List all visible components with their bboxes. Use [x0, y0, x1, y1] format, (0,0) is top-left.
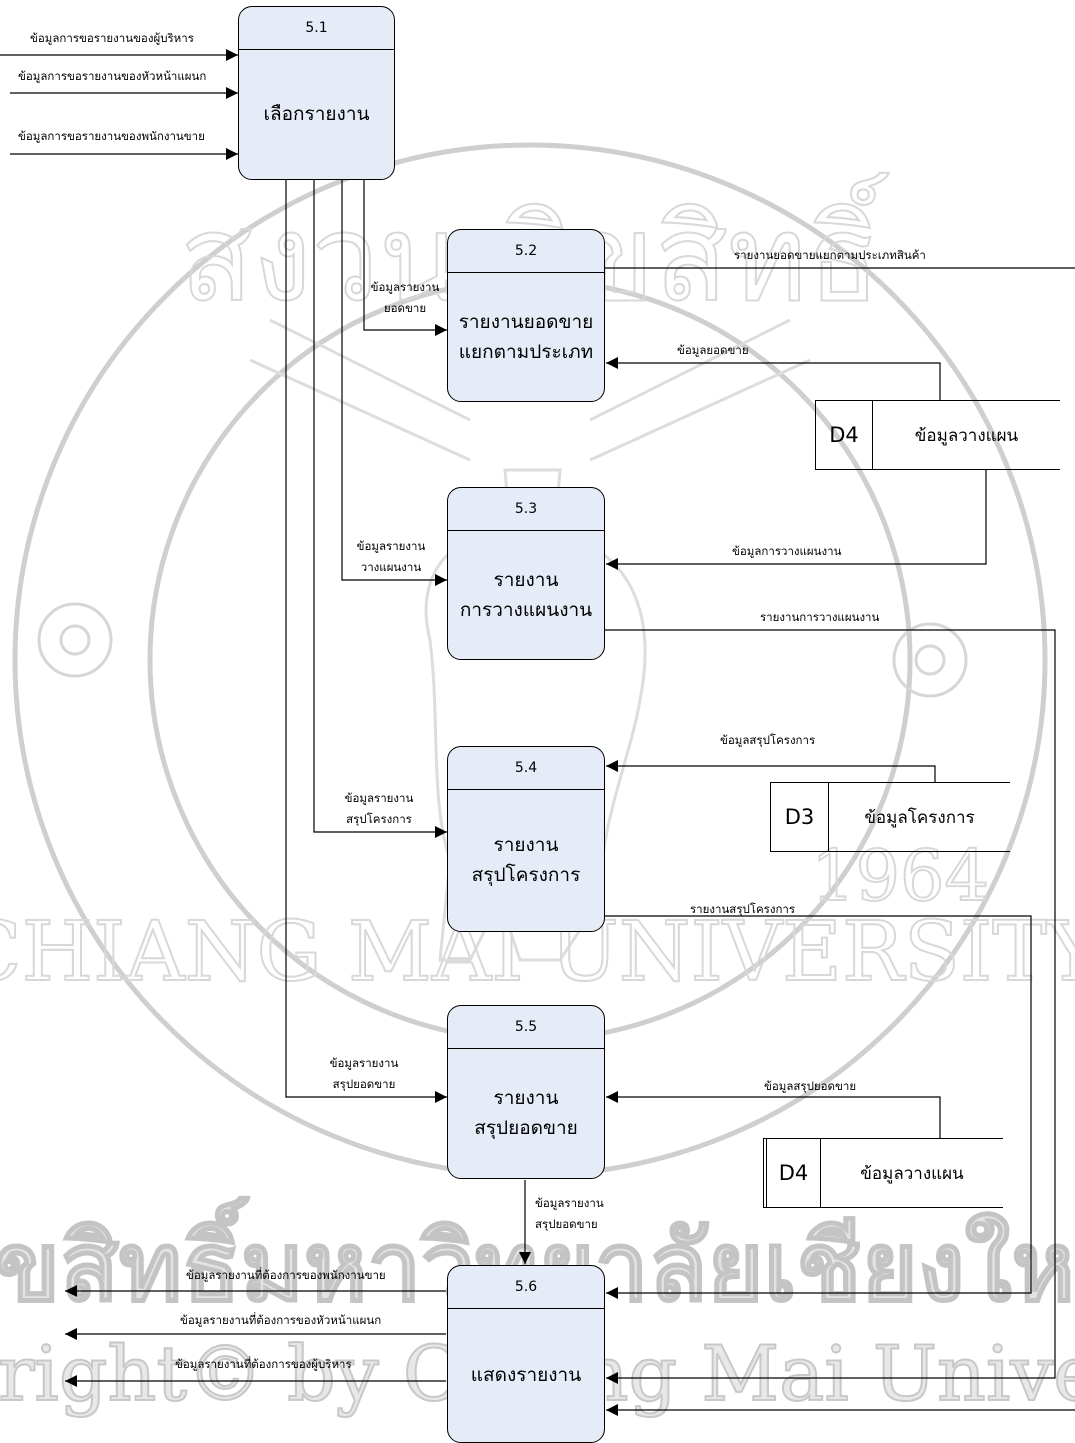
flow-line: [605, 915, 1032, 1299]
flow-label-d4-to-52: ข้อมูลยอดขาย: [677, 343, 749, 357]
flow-line: [285, 178, 447, 1103]
flow-label-line: สรุปยอดขาย: [332, 1077, 396, 1091]
flow-label-out-exec: ข้อมูลรายงานที่ต้องการของผู้บริหาร: [175, 1357, 352, 1371]
flow-label-out-53: รายงานการวางแผนงาน: [760, 610, 880, 624]
flow-label-line: ข้อมูลรายงาน: [535, 1196, 604, 1210]
process-5-6: 5.6 แสดงรายงาน: [447, 1265, 605, 1443]
flow-line: [313, 178, 447, 838]
store-id: D4: [763, 1138, 821, 1208]
flow-label-line: ข้อมูลรายงาน: [356, 539, 426, 553]
process-name: รายงาน การวางแผนงาน: [448, 530, 604, 659]
flow-label-sales: ข้อมูลรายงาน ยอดขาย: [365, 277, 445, 319]
flow-line: [341, 178, 447, 586]
flow-label-d4-to-53: ข้อมูลการวางแผนงาน: [732, 544, 842, 558]
process-name: รายงานยอดขาย แยกตามประเภท: [448, 272, 604, 401]
flow-label-in-staff: ข้อมูลการขอรายงานของพนักงานขาย: [18, 129, 205, 143]
process-name-line: แยกตามประเภท: [458, 340, 594, 363]
process-name: รายงาน สรุปยอดขาย: [448, 1048, 604, 1178]
process-5-1: 5.1 เลือกรายงาน: [238, 6, 395, 180]
flow-label-out-52: รายงานยอดขายแยกตามประเภทสินค้า: [734, 248, 926, 262]
store-id: D3: [770, 782, 829, 852]
process-5-4: 5.4 รายงาน สรุปโครงการ: [447, 746, 605, 932]
flow-label-line: วางแผนงาน: [360, 560, 422, 574]
flow-label-line: ข้อมูลรายงาน: [370, 280, 440, 294]
process-name-line: สรุปโครงการ: [471, 864, 581, 886]
flow-label-in-head: ข้อมูลการขอรายงานของหัวหน้าแผนก: [18, 69, 207, 83]
store-name: ข้อมูลวางแผน: [914, 425, 1019, 446]
process-name-line: เลือกรายงาน: [263, 103, 370, 125]
watermark-year: 1964: [811, 835, 989, 917]
process-5-3: 5.3 รายงาน การวางแผนงาน: [447, 487, 605, 660]
flow-line: [363, 180, 447, 336]
flow-label-line: ยอดขาย: [383, 301, 427, 315]
flow-label-line: สรุปโครงการ: [346, 812, 412, 826]
flow-label-line: สรุปยอดขาย: [535, 1217, 598, 1231]
flow-label-summary: ข้อมูลรายงาน สรุปยอดขาย: [321, 1053, 407, 1095]
process-name: แสดงรายงาน: [448, 1308, 604, 1442]
process-name-line: รายงานยอดขาย: [458, 310, 594, 333]
process-id: 5.1: [239, 7, 394, 50]
process-name-line: การวางแผนงาน: [459, 598, 593, 621]
process-name-line: สรุปยอดขาย: [474, 1117, 578, 1139]
process-name-line: รายงาน: [493, 568, 559, 591]
data-store-d3-project: D3 ข้อมูลโครงการ: [770, 782, 1010, 852]
process-5-5: 5.5 รายงาน สรุปยอดขาย: [447, 1005, 605, 1179]
flow-label-d4-to-55: ข้อมูลสรุปยอดขาย: [764, 1079, 857, 1093]
flow-label-out-staff: ข้อมูลรายงานที่ต้องการของพนักงานขาย: [186, 1268, 386, 1282]
process-name: รายงาน สรุปโครงการ: [448, 789, 604, 931]
flow-label-line: ข้อมูลรายงาน: [344, 791, 414, 805]
process-id: 5.4: [448, 747, 604, 790]
process-id: 5.3: [448, 488, 604, 531]
flow-label-line: ข้อมูลรายงาน: [329, 1056, 399, 1070]
process-name-line: รายงาน: [493, 834, 559, 856]
flow-label-d3-to-54: ข้อมูลสรุปโครงการ: [720, 733, 816, 747]
process-5-2: 5.2 รายงานยอดขาย แยกตามประเภท: [447, 229, 605, 402]
flow-label-project: ข้อมูลรายงาน สรุปโครงการ: [336, 788, 422, 830]
flow-line: [606, 760, 936, 782]
process-id: 5.2: [448, 230, 604, 273]
process-id: 5.5: [448, 1006, 604, 1049]
flow-line: [606, 1091, 941, 1138]
process-name-line: แสดงรายงาน: [470, 1364, 582, 1386]
flow-label-out-54: รายงานสรุปโครงการ: [690, 902, 796, 916]
flow-label-55-to-56: ข้อมูลรายงาน สรุปยอดขาย: [535, 1193, 621, 1235]
data-store-d4-planning: D4 ข้อมูลวางแผน: [815, 400, 1060, 470]
process-id: 5.6: [448, 1266, 604, 1309]
process-name: เลือกรายงาน: [239, 49, 394, 179]
flower-icon: [37, 602, 968, 698]
data-store-d4-planning-2: D4 ข้อมูลวางแผน: [763, 1138, 1003, 1208]
process-name-line: รายงาน: [493, 1087, 559, 1109]
store-name: ข้อมูลวางแผน: [860, 1163, 964, 1184]
flow-line: [606, 357, 941, 400]
store-name: ข้อมูลโครงการ: [864, 807, 975, 828]
flow-label-out-head: ข้อมูลรายงานที่ต้องการของหัวหน้าแผนก: [180, 1313, 382, 1327]
flow-line: [605, 629, 1056, 1384]
flow-line: [606, 470, 987, 570]
store-id: D4: [815, 400, 873, 470]
flow-label-plan: ข้อมูลรายงาน วางแผนงาน: [348, 536, 434, 578]
flow-label-in-exec: ข้อมูลการขอรายงานของผู้บริหาร: [30, 31, 194, 45]
